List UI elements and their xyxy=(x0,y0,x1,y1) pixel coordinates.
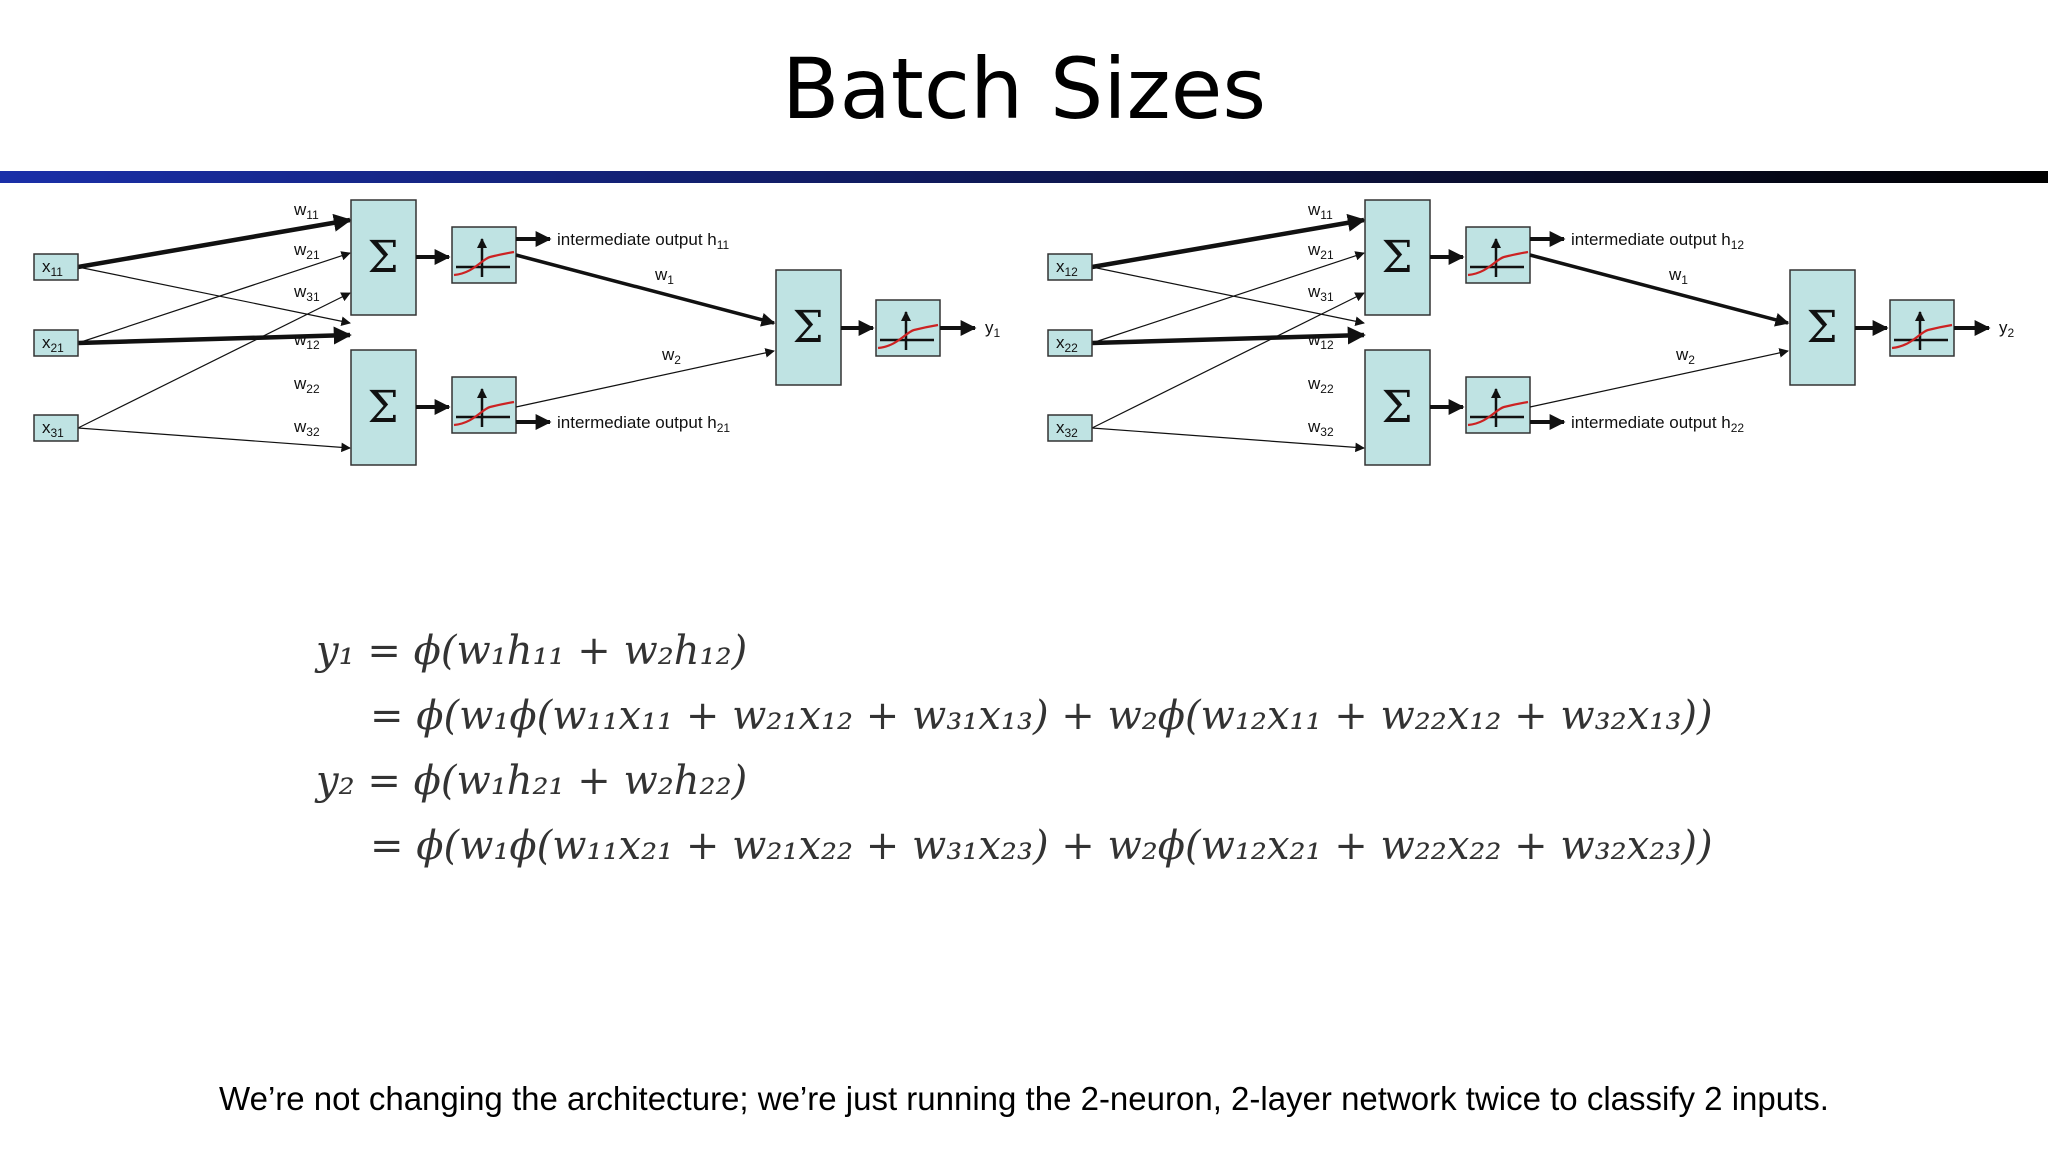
equation-y2-expanded: = ϕ(w₁ϕ(w₁₁x₂₁ + w₂₁x₂₂ + w₃₁x₂₃) + w₂ϕ(… xyxy=(316,823,2016,869)
equation-y1-expanded: = ϕ(w₁ϕ(w₁₁x₁₁ + w₂₁x₁₂ + w₃₁x₁₃) + w₂ϕ(… xyxy=(316,693,2016,739)
net2-weight-label-w21: w21 xyxy=(1307,240,1334,262)
equation-y1: y₁ = ϕ(w₁h₁₁ + w₂h₁₂) xyxy=(316,628,748,674)
net1-output-activation-node-curve xyxy=(877,323,939,350)
net2-sum-symbol-1: Σ xyxy=(1381,232,1412,283)
net2-hidden-output-label-2: intermediate output h22 xyxy=(1571,413,1744,435)
net1-edge-h1-out xyxy=(515,253,776,327)
net2-output-activation-node-curve xyxy=(1891,323,1953,350)
net2-output-weight-2: w2 xyxy=(1675,345,1695,367)
slide-title: Batch Sizes xyxy=(781,40,1267,138)
net2-activation-node-2 xyxy=(1465,376,1531,434)
net1-edge-x2-s2 xyxy=(77,326,352,346)
net2-edge-x1-s1 xyxy=(1091,213,1366,270)
net2-output-sum-node xyxy=(1789,269,1856,386)
net2-weight-label-w31: w31 xyxy=(1307,282,1334,304)
net2-edge-x1-s2 xyxy=(1091,266,1365,326)
equation-y2: y₂ = ϕ(w₁h₂₁ + w₂h₂₂) xyxy=(316,758,748,804)
net1-output-weight-1: w1 xyxy=(654,265,674,287)
net2-edge-x3-s1 xyxy=(1091,292,1365,429)
net1-sum-symbol-2: Σ xyxy=(367,382,398,433)
net1-edge-x1-s1 xyxy=(77,213,352,270)
net2-input-label-2: x22 xyxy=(1056,333,1078,355)
net2-input-x3 xyxy=(1047,414,1093,442)
net1-input-label-1: x11 xyxy=(42,257,63,279)
net2-sum-symbol-2: Σ xyxy=(1381,382,1412,433)
net2-input-x1 xyxy=(1047,253,1093,281)
title-divider-bar xyxy=(0,171,2048,183)
net1-output-sum-node xyxy=(775,269,842,386)
net1-input-label-2: x21 xyxy=(42,333,64,355)
net1-input-x3 xyxy=(33,414,79,442)
net2-hidden-output-label-1: intermediate output h12 xyxy=(1571,230,1744,252)
net1-weight-label-w21: w21 xyxy=(293,240,320,262)
net1-weight-label-w11: w11 xyxy=(293,200,319,222)
net2-output-weight-1: w1 xyxy=(1668,265,1688,287)
net1-hidden-output-label-1: intermediate output h11 xyxy=(557,230,730,252)
net2-input-label-3: x32 xyxy=(1056,418,1078,440)
net2-weight-label-w12: w12 xyxy=(1307,330,1334,352)
net1-sum-node-2 xyxy=(350,349,417,466)
net1-weight-label-w31: w31 xyxy=(293,282,320,304)
net1-input-x1 xyxy=(33,253,79,281)
net1-weight-label-w12: w12 xyxy=(293,330,320,352)
net1-edge-x2-s1 xyxy=(77,251,351,344)
net2-activation-node-1-curve xyxy=(1467,250,1529,277)
net1-edge-x1-s2 xyxy=(77,266,351,326)
net2-output-label: y2 xyxy=(1999,318,2015,340)
net2-weight-label-w22: w22 xyxy=(1307,374,1334,396)
net1-edge-x3-s2 xyxy=(77,427,351,453)
net2-edge-h2-out xyxy=(1529,348,1789,408)
net1-edge-h2-out xyxy=(515,348,775,408)
net1-hidden-output-label-2: intermediate output h21 xyxy=(557,413,730,435)
net2-weight-label-w32: w32 xyxy=(1307,417,1334,439)
net1-activation-node-2-curve xyxy=(453,400,515,427)
net1-weight-label-w32: w32 xyxy=(293,417,320,439)
net2-activation-node-2-curve xyxy=(1467,400,1529,427)
net1-output-sum-symbol: Σ xyxy=(792,302,823,353)
net2-input-label-1: x12 xyxy=(1056,257,1078,279)
net2-edge-x2-s2 xyxy=(1091,326,1366,346)
net1-output-label: y1 xyxy=(985,318,1001,340)
net1-sum-symbol-1: Σ xyxy=(367,232,398,283)
slide-caption: We’re not changing the architecture; we’… xyxy=(219,1080,1829,1117)
net1-activation-node-1-curve xyxy=(453,250,515,277)
equation-y1-expanded-text: = ϕ(w₁ϕ(w₁₁x₁₁ + w₂₁x₁₂ + w₃₁x₁₃) + w₂ϕ(… xyxy=(370,693,1713,739)
net1-output-weight-2: w2 xyxy=(661,345,681,367)
net1-edge-x3-s1 xyxy=(77,292,351,429)
net2-output-sum-symbol: Σ xyxy=(1806,302,1837,353)
equation-y2-expanded-text: = ϕ(w₁ϕ(w₁₁x₂₁ + w₂₁x₂₂ + w₃₁x₂₃) + w₂ϕ(… xyxy=(370,823,1713,869)
net2-sum-node-1 xyxy=(1364,199,1431,316)
net1-input-label-3: x31 xyxy=(42,418,64,440)
net2-edge-h1-out xyxy=(1529,253,1790,327)
net2-edge-x2-s1 xyxy=(1091,251,1365,344)
net2-sum-node-2 xyxy=(1364,349,1431,466)
net2-input-x2 xyxy=(1047,329,1093,357)
net1-input-x2 xyxy=(33,329,79,357)
net1-sum-node-1 xyxy=(350,199,417,316)
net2-edge-x3-s2 xyxy=(1091,427,1365,453)
net1-weight-label-w22: w22 xyxy=(293,374,320,396)
net2-weight-label-w11: w11 xyxy=(1307,200,1333,222)
